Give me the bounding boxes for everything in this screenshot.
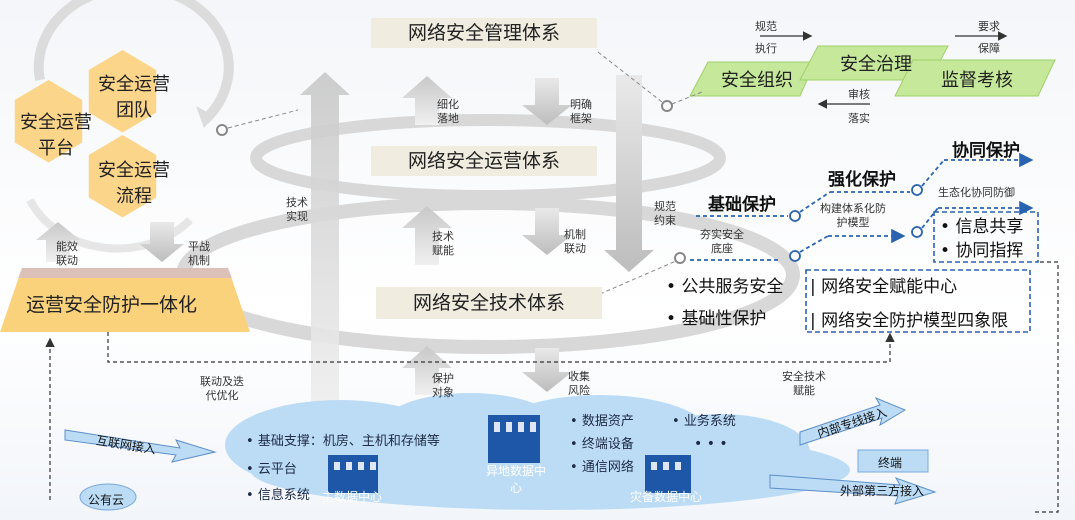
eco-label: 生态化协同防御 <box>938 186 1015 199</box>
ops-system-title: 网络安全运营体系 <box>371 146 597 176</box>
governance-blocks <box>689 45 1056 97</box>
gov-gov-label: 安全治理 <box>840 54 912 75</box>
terminal-label: 终端 <box>878 456 903 470</box>
feedback-loop <box>45 261 1059 513</box>
four-quadrant-item: 网络安全防护模型四象限 <box>821 311 1009 331</box>
collab-box <box>933 211 1039 263</box>
spec-constrain-label: 规范约束 <box>654 200 676 227</box>
connectors <box>216 51 703 295</box>
basic-protect-item: 基础性保护 <box>681 309 767 329</box>
strengthen-protection: 强化保护 <box>828 170 896 190</box>
review-label: 审核 <box>848 88 870 101</box>
enable-box <box>805 269 1031 333</box>
foundation-label: 夯实安全底座 <box>700 228 744 255</box>
refine-label: 细化落地 <box>437 98 459 125</box>
hex-team: 安全运营团队 <box>98 74 170 121</box>
require-label: 要求 <box>978 20 1000 33</box>
gov-org-label: 安全组织 <box>721 70 793 91</box>
terminal-dev-item: 终端设备 <box>581 437 634 452</box>
main-dc-label: 主数据中心 <box>322 490 383 504</box>
public-cloud-shape <box>79 483 137 511</box>
exec-label: 执行 <box>755 42 777 55</box>
hex-process: 安全运营流程 <box>98 160 170 207</box>
model-label: 构建体系化防护模型 <box>820 202 886 229</box>
spec-label: 规范 <box>755 20 777 33</box>
more-dots: • • • <box>694 436 728 452</box>
sec-tech-enable-label: 安全技术赋能 <box>782 370 826 397</box>
third-party-label: 外部第三方接入 <box>840 484 925 498</box>
cloud-platform-item: 云平台 <box>257 462 297 477</box>
collab-cmd-item: 协同指挥 <box>955 241 1024 261</box>
mgmt-system-title: 网络安全管理体系 <box>371 18 597 48</box>
enable-center-item: 网络安全赋能中心 <box>821 277 958 297</box>
info-share-item: 信息共享 <box>955 217 1024 237</box>
collab-protection: 协同保护 <box>952 141 1020 161</box>
capacity-link-label: 能效联动 <box>56 240 78 267</box>
public-cloud-label: 公有云 <box>88 493 125 507</box>
public-service-item: 公共服务安全 <box>681 277 784 297</box>
tech-impl-label: 技术实现 <box>286 196 308 223</box>
basic-protection: 基础保护 <box>708 195 776 215</box>
collect-risk-label: 收集风险 <box>568 370 590 397</box>
protect-obj-label: 保护对象 <box>432 372 454 399</box>
backup-dc-label: 灾备数据中心 <box>630 490 703 504</box>
access-arrows <box>64 396 937 505</box>
terminal-box <box>857 449 929 473</box>
integration-label: 运营安全防护一体化 <box>26 294 198 316</box>
remote-dc-label: 异地数据中心 <box>485 464 546 495</box>
business-item: 业务系统 <box>683 414 736 429</box>
tech-system-title: 网络安全技术体系 <box>376 287 602 319</box>
data-asset-item: 数据资产 <box>581 414 634 429</box>
mech-link-label: 机制联动 <box>564 228 586 255</box>
infra-item: 基础支撑：机房、主机和存储等 <box>257 434 440 449</box>
hex-platform: 安全运营平台 <box>20 112 92 159</box>
flow-arrows <box>36 72 654 420</box>
comm-net-item: 通信网络 <box>581 460 634 475</box>
integration-shape <box>0 268 250 332</box>
gov-audit-label: 监督考核 <box>941 70 1013 91</box>
link-iter-label: 联动及迭代优化 <box>200 375 244 402</box>
war-mech-label: 平战机制 <box>188 240 210 267</box>
implement-label: 落实 <box>848 112 870 125</box>
tech-enable-label: 技术赋能 <box>432 230 454 257</box>
ensure-label: 保障 <box>978 42 1000 55</box>
hexagon-cluster <box>14 50 157 218</box>
frame-label: 明确框架 <box>570 98 592 125</box>
info-sys-item: 信息系统 <box>257 488 310 503</box>
